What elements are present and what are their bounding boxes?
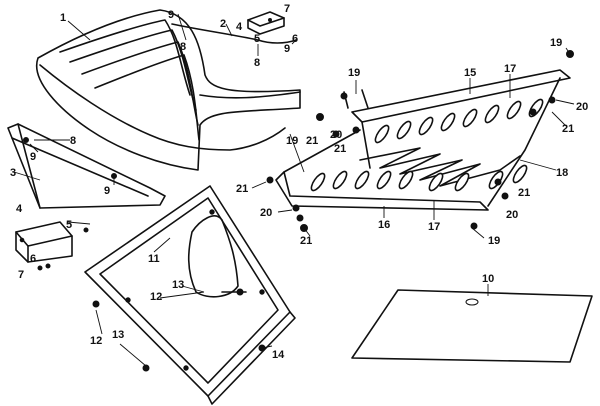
leader-lines	[13, 13, 575, 367]
label-21: 21	[562, 123, 574, 135]
label-10: 10	[482, 273, 494, 285]
coil-springs-lower	[310, 164, 528, 192]
label-20: 20	[506, 209, 518, 221]
label-8: 8	[180, 41, 186, 53]
label-19: 19	[286, 135, 298, 147]
label-20: 20	[330, 129, 342, 141]
label-7: 7	[18, 269, 24, 281]
label-7: 7	[284, 3, 290, 15]
label-21: 21	[236, 183, 248, 195]
label-11: 11	[148, 253, 160, 265]
label-20: 20	[576, 101, 588, 113]
label-18: 18	[556, 167, 568, 179]
label-9: 9	[30, 151, 36, 163]
label-4: 4	[16, 203, 23, 215]
label-21: 21	[518, 187, 530, 199]
label-3: 3	[10, 167, 16, 179]
part-labels: 1 2 3 4 4 5 5 6 6 7 7 8 8 8 9 9 9 9 10 1…	[10, 3, 588, 361]
frame-bolt	[23, 137, 29, 143]
label-21: 21	[334, 143, 346, 155]
label-5: 5	[66, 219, 72, 231]
label-14: 14	[272, 349, 285, 361]
label-19: 19	[488, 235, 500, 247]
spring-frame	[275, 69, 571, 211]
backrest-panel	[84, 185, 296, 405]
label-2: 2	[220, 18, 226, 30]
label-21: 21	[300, 235, 312, 247]
label-15: 15	[464, 67, 476, 79]
label-9: 9	[104, 185, 110, 197]
label-12: 12	[90, 335, 102, 347]
label-17: 17	[428, 221, 440, 233]
label-20: 20	[260, 207, 272, 219]
label-21: 21	[306, 135, 318, 147]
label-17: 17	[504, 63, 516, 75]
label-13: 13	[172, 279, 184, 291]
flat-plate	[351, 289, 593, 363]
label-19: 19	[550, 37, 562, 49]
hinge-bracket-upper	[247, 11, 285, 35]
label-8: 8	[70, 135, 76, 147]
label-9: 9	[168, 9, 174, 21]
label-12: 12	[150, 291, 162, 303]
coil-springs-upper	[374, 98, 544, 144]
label-9: 9	[284, 43, 290, 55]
label-8: 8	[254, 57, 260, 69]
strap	[171, 23, 297, 44]
label-1: 1	[60, 12, 66, 24]
label-16: 16	[378, 219, 390, 231]
label-4: 4	[236, 21, 243, 33]
hinge-bracket-lower	[15, 221, 73, 263]
label-6: 6	[30, 253, 36, 265]
label-13: 13	[112, 329, 124, 341]
label-6: 6	[292, 33, 298, 45]
seat-frame	[7, 123, 166, 209]
label-5: 5	[254, 33, 260, 45]
frame-bolt	[111, 173, 117, 179]
seat-cushion	[35, 9, 301, 171]
hardware	[37, 50, 574, 372]
label-19: 19	[348, 67, 360, 79]
